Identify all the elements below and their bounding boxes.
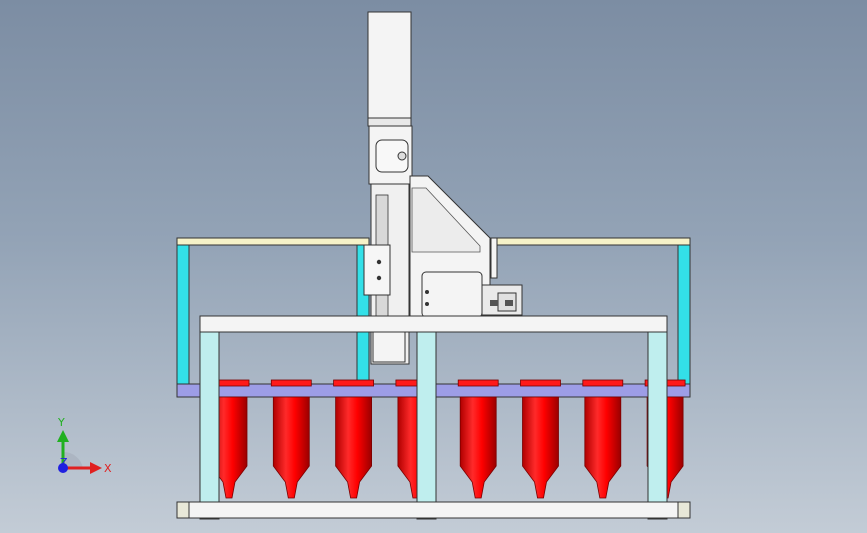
motor-bolt [425, 290, 429, 294]
motor-body [421, 271, 483, 318]
carriage-screw [376, 275, 382, 281]
actuator-cap [367, 117, 412, 127]
cartridge-cap [582, 379, 624, 387]
cartridge-cap [270, 379, 312, 387]
cartridge-body [459, 396, 497, 499]
back-post-right [677, 244, 691, 386]
triad-rotation-arc [63, 451, 83, 468]
base-foot-right [677, 501, 691, 519]
cartridge [520, 379, 561, 499]
y-axis-arrow [57, 430, 69, 442]
cartridge [333, 379, 375, 499]
cartridge-body [272, 396, 310, 499]
back-rail-left [176, 237, 370, 246]
cartridge-row [208, 379, 686, 499]
cartridge [582, 379, 624, 499]
cartridge-cap [333, 379, 375, 387]
bracket-inner [411, 187, 481, 253]
back-rail-right [489, 237, 691, 246]
actuator-motor-housing [367, 11, 412, 119]
coordinate-triad: Y X Z [57, 416, 112, 475]
vertical-actuator [363, 11, 413, 365]
cartridge [208, 379, 250, 499]
x-axis-label: X [104, 462, 112, 475]
cartridge-cap [520, 379, 561, 387]
cartridge [457, 379, 499, 499]
actuator-carriage [363, 244, 391, 296]
x-axis-arrow [90, 462, 102, 474]
y-axis-label: Y [57, 416, 65, 429]
valve-tab [490, 300, 498, 306]
cartridge-body [335, 396, 372, 499]
actuator-window [375, 139, 409, 173]
cartridge [270, 379, 312, 499]
bracket-fin [490, 237, 498, 279]
carriage-screw [376, 259, 382, 265]
actuator-bottom [372, 329, 406, 363]
front-top-beam [199, 315, 668, 333]
front-post-right [647, 331, 668, 520]
front-post-left [199, 331, 220, 520]
cartridge-cap [457, 379, 499, 387]
valve-tab [505, 300, 513, 306]
cartridge-body [584, 396, 622, 499]
front-post-center [416, 331, 437, 520]
motor-bolt [425, 302, 429, 306]
z-axis-label: Z [60, 456, 68, 469]
cartridge-body [522, 396, 559, 499]
base-foot-left [176, 501, 190, 519]
base-beam [176, 501, 691, 519]
actuator-knob [397, 151, 407, 161]
back-post-left [176, 244, 190, 386]
z-axis-dot [58, 463, 68, 473]
front-frame [176, 315, 691, 520]
